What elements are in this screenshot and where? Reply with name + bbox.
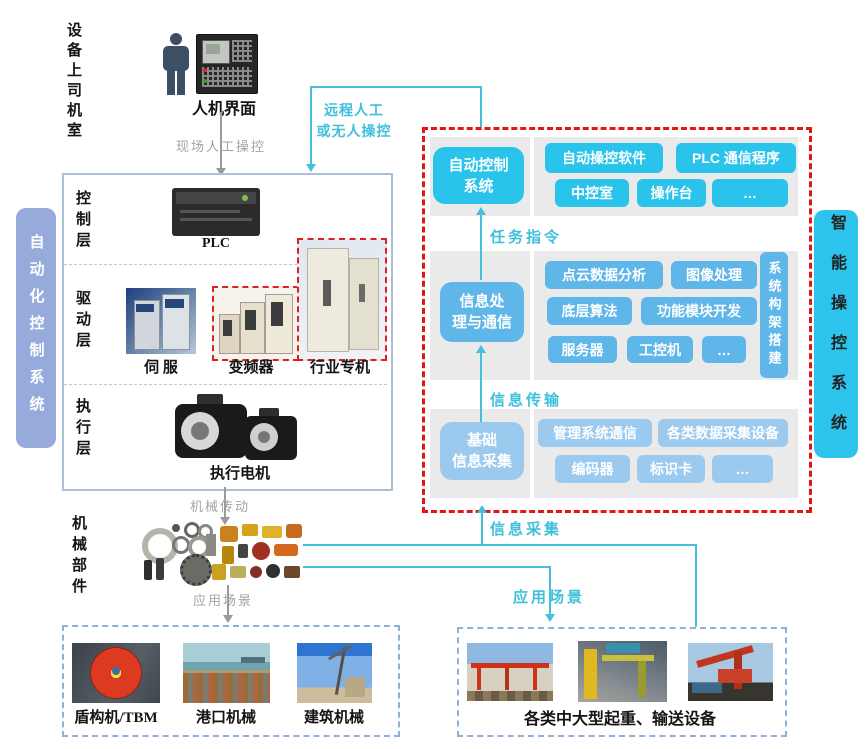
- inverter-image: [212, 286, 299, 361]
- gantry-crane-photo: [467, 643, 553, 701]
- special-machine-image: [297, 238, 387, 361]
- special-machine-label: 行业专机: [309, 360, 370, 376]
- servo-drives-image: [126, 288, 196, 354]
- scenario-line-h2: [303, 566, 551, 568]
- system-architecture-label: 系统构架搭建: [766, 261, 782, 369]
- bottom-right-caption: 各类中大型起重、输送设备: [523, 711, 716, 728]
- basic-info-block: 基础 信息采集: [440, 422, 524, 480]
- auto-control-line2: 系统: [463, 177, 494, 195]
- info-transfer-arrow-head: [476, 345, 486, 353]
- basic-info-line2: 信息采集: [451, 453, 512, 470]
- info-processing-line2: 理与通信: [451, 314, 512, 331]
- scenario-arrow-head-right: [545, 614, 555, 622]
- layer-separator-1: [64, 264, 387, 265]
- block-system-architecture: 系统构架搭建: [760, 252, 788, 378]
- workshop-crane-photo: [578, 641, 667, 702]
- auto-control-line1: 自动控制: [448, 156, 509, 174]
- construction-photo: [297, 643, 372, 703]
- task-command-arrow-line: [480, 214, 482, 280]
- servo-label: 伺 服: [144, 360, 178, 376]
- control-layer-label: 控制层: [74, 190, 90, 253]
- collect-line-h1: [303, 544, 695, 546]
- block-image-processing: 图像处理: [671, 261, 757, 289]
- block-ipc: 工控机: [627, 336, 693, 363]
- tbm-photo: [72, 643, 160, 703]
- plc-image: [172, 188, 260, 236]
- onsite-arrow-line: [220, 112, 222, 170]
- onsite-control-label: 现场人工操控: [176, 139, 267, 154]
- task-command-arrow-head: [476, 207, 486, 215]
- motor-label: 执行电机: [209, 466, 270, 482]
- remote-line-v-right: [480, 86, 482, 147]
- mech-parts-label: 机械部件: [70, 515, 86, 599]
- info-collect-label: 信息采集: [490, 522, 563, 538]
- block-plc-comm: PLC 通信程序: [676, 143, 796, 173]
- mechanical-parts-collage: [142, 522, 304, 586]
- operator-icon: [158, 33, 194, 95]
- info-collect-arrow-head: [477, 505, 487, 513]
- block-id-card: 标识卡: [637, 455, 705, 483]
- remote-label-line2: 或无人操控: [316, 125, 392, 140]
- smart-system-side-block: 智能操控系统: [814, 210, 858, 458]
- block-module-dev: 功能模块开发: [641, 297, 757, 325]
- scenario-line-v: [549, 566, 551, 616]
- plc-label: PLC: [202, 236, 230, 251]
- block-server: 服务器: [548, 336, 617, 363]
- block-encoder: 编码器: [555, 455, 630, 483]
- auto-control-system-block: 自动控制 系统: [433, 147, 524, 204]
- remote-line-h: [310, 86, 482, 88]
- remote-arrow-head: [306, 164, 316, 172]
- block-mgmt-comm: 管理系统通信: [538, 419, 652, 447]
- remote-label-line1: 远程人工: [324, 104, 384, 119]
- collect-line-v-right: [695, 544, 697, 627]
- cab-room-label: 设备上司机室: [65, 22, 81, 142]
- scenario-arrow-head-left: [223, 615, 233, 623]
- info-transfer-label: 信息传输: [490, 393, 563, 409]
- transmission-arrow-head: [220, 517, 230, 525]
- info-collect-arrow-line: [481, 512, 483, 546]
- block-data-acquisition: 各类数据采集设备: [658, 419, 788, 447]
- scenario-arrow-line-left: [227, 585, 229, 617]
- cnc-panel-icon: [196, 34, 258, 94]
- block-console: 操作台: [637, 179, 706, 207]
- basic-info-line1: 基础: [466, 432, 497, 449]
- info-processing-line1: 信息处: [459, 293, 505, 310]
- drive-layer-label: 驱动层: [74, 290, 90, 353]
- auto-system-side-block: 自动化控制系统: [16, 208, 56, 448]
- block-pointcloud: 点云数据分析: [545, 261, 663, 289]
- motors-image: [175, 394, 305, 462]
- block-row1-more: …: [712, 179, 788, 207]
- block-low-level-algo: 底层算法: [547, 297, 632, 325]
- port-photo: [183, 643, 270, 703]
- tbm-caption: 盾构机/TBM: [74, 710, 158, 726]
- smart-system-side-label: 智能操控系统: [828, 214, 845, 454]
- transmission-arrow-line: [224, 487, 226, 519]
- onsite-arrow-head: [216, 168, 226, 176]
- transmission-label: 机械传动: [190, 499, 251, 514]
- block-row3-more: …: [712, 455, 773, 483]
- construction-caption: 建筑机械: [303, 710, 364, 726]
- task-command-label: 任务指令: [490, 230, 563, 246]
- block-row2-more: …: [702, 336, 746, 363]
- block-control-room: 中控室: [555, 179, 629, 207]
- block-auto-software: 自动操控软件: [545, 143, 663, 173]
- info-transfer-arrow-line: [480, 352, 482, 422]
- auto-system-side-label: 自动化控制系统: [27, 233, 44, 423]
- remote-line-v-left: [310, 86, 312, 166]
- info-processing-block: 信息处 理与通信: [440, 282, 524, 342]
- scenario-label-right: 应用场景: [513, 590, 586, 606]
- inverter-label: 变频器: [228, 360, 274, 376]
- exec-layer-label: 执行层: [74, 398, 90, 461]
- port-caption: 港口机械: [195, 710, 256, 726]
- ship-unloader-photo: [688, 643, 773, 701]
- scenario-label-left: 应用场景: [193, 593, 254, 608]
- layer-separator-2: [64, 384, 387, 385]
- hmi-label: 人机界面: [191, 101, 256, 118]
